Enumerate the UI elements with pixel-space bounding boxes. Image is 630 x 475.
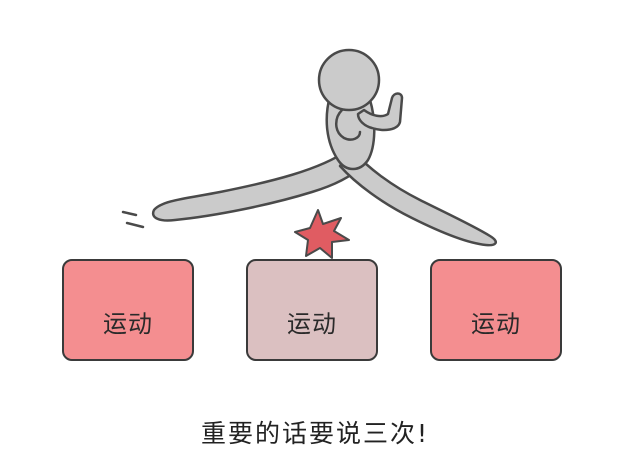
box-label: 运动 <box>103 309 153 338</box>
exercise-box-middle: 运动 <box>246 259 378 361</box>
exercise-box-left: 运动 <box>62 259 194 361</box>
box-label: 运动 <box>471 309 521 338</box>
impact-star-icon <box>294 209 350 259</box>
figure-left-arm <box>335 108 362 141</box>
figure-left-leg <box>151 148 364 222</box>
caption-text: 重要的话要说三次! <box>200 419 430 448</box>
exercise-box-right: 运动 <box>430 259 562 361</box>
figure-head <box>317 48 381 112</box>
box-label: 运动 <box>287 309 337 338</box>
figure-right-leg <box>338 148 497 247</box>
figure-right-arm <box>356 92 404 132</box>
motion-lines-icon <box>121 210 145 229</box>
